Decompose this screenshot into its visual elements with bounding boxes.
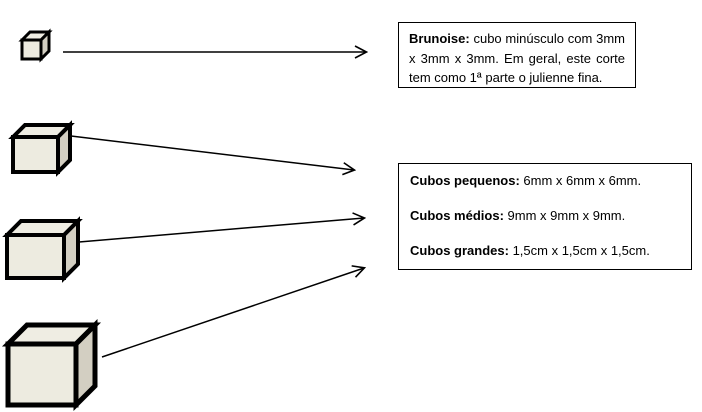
arrow-medium-cube-to-sizes-box	[78, 218, 364, 243]
cube-size-line-medium: Cubos médios: 9mm x 9mm x 9mm.	[410, 209, 680, 223]
cube-size-label-medium: Cubos médios:	[410, 208, 504, 223]
cube-small-front-face	[11, 135, 60, 174]
cube-medium-icon	[2, 216, 83, 283]
arrow-small-cube-to-sizes-box	[70, 135, 354, 170]
cube-size-line-large: Cubos grandes: 1,5cm x 1,5cm x 1,5cm.	[410, 244, 680, 258]
cube-medium-front-face	[5, 233, 66, 280]
brunoise-box: Brunoise: cubo minúsculo com 3mm x 3mm x…	[398, 22, 636, 88]
cube-size-value-medium: 9mm x 9mm x 9mm.	[503, 208, 626, 223]
cube-large-front-face	[5, 341, 79, 408]
cube-tiny-icon	[18, 28, 53, 63]
cube-tiny-front-face	[20, 38, 43, 61]
cube-large-icon	[1, 318, 102, 412]
arrow-large-cube-to-sizes-box	[101, 268, 364, 358]
cube-size-label-large: Cubos grandes:	[410, 243, 509, 258]
brunoise-label: Brunoise:	[409, 31, 470, 46]
cube-sizes-box: Cubos pequenos: 6mm x 6mm x 6mm. Cubos m…	[398, 163, 692, 270]
cube-small-icon	[8, 120, 75, 177]
brunoise-description: cubo minúsculo com 3mm x 3mm x 3mm. Em g…	[409, 31, 625, 85]
cube-size-line-small: Cubos pequenos: 6mm x 6mm x 6mm.	[410, 174, 680, 188]
cube-size-value-small: 6mm x 6mm x 6mm.	[519, 173, 642, 188]
cube-size-label-small: Cubos pequenos:	[410, 173, 520, 188]
brunoise-text: Brunoise: cubo minúsculo com 3mm x 3mm x…	[409, 29, 625, 87]
cube-size-value-large: 1,5cm x 1,5cm x 1,5cm.	[508, 243, 650, 258]
